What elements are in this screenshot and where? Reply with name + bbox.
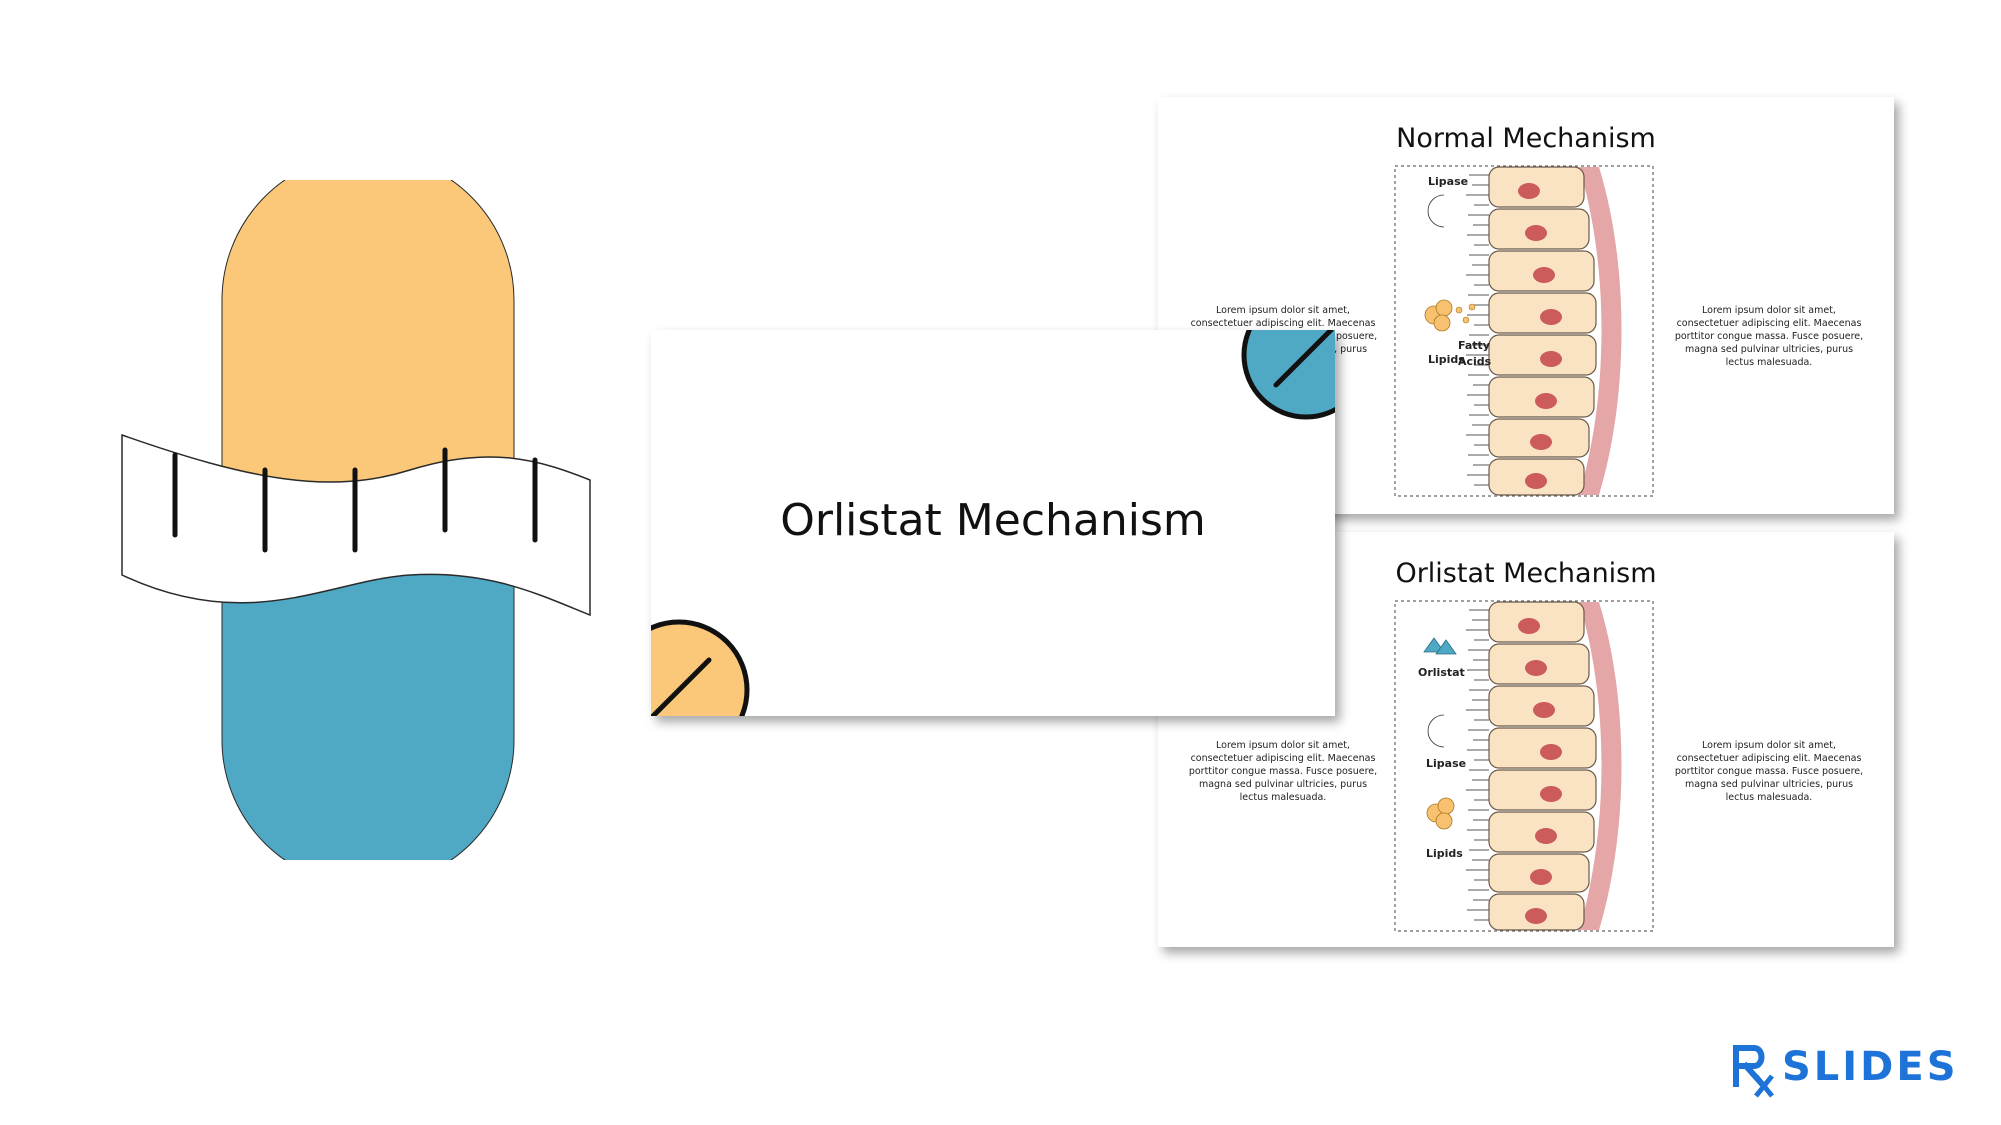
orlistat-molecule-icon [1423, 637, 1457, 655]
rx-logo-icon [1733, 1045, 1774, 1098]
measuring-tape-icon [121, 433, 591, 617]
slide-title: Normal Mechanism [1396, 123, 1656, 154]
lipase-label: Lipase [1426, 757, 1467, 770]
rxslides-logo: SLIDES [1732, 1040, 1982, 1100]
lipids-label: Lipids [1428, 353, 1465, 366]
orlistat-label: Orlistat [1418, 666, 1465, 679]
right-text: Lorem ipsum dolor sit amet, consectetuer… [1674, 305, 1864, 368]
fatty-acid-dots-icon [1455, 303, 1476, 324]
lipid-droplets-icon [1424, 299, 1453, 332]
right-text: Lorem ipsum dolor sit amet, consectetuer… [1674, 740, 1864, 803]
cell-nuclei-icon [1518, 618, 1562, 924]
blue-pill-icon [1241, 330, 1335, 420]
lipid-droplets-icon [1426, 797, 1455, 830]
capsule-tape-illustration [121, 180, 591, 860]
villi-edge-icon [1466, 174, 1489, 486]
lipase-enzyme-icon [1427, 714, 1445, 748]
yellow-pill-icon [651, 619, 750, 716]
villi-edge-icon [1466, 609, 1489, 921]
intestinal-wall-diagram [1394, 165, 1654, 497]
brand-name: SLIDES [1782, 1044, 1959, 1090]
slide-main-title: Orlistat Mechanism [780, 495, 1206, 546]
left-text: Lorem ipsum dolor sit amet, consectetuer… [1188, 740, 1378, 803]
lipids-label: Lipids [1426, 847, 1463, 860]
acids-label: Acids [1458, 355, 1492, 368]
capsule-icon [221, 180, 515, 860]
slide-title-orlistat[interactable]: Orlistat Mechanism [651, 330, 1335, 716]
lipase-label: Lipase [1428, 175, 1469, 188]
fatty-label: Fatty [1458, 339, 1490, 352]
slide-title: Orlistat Mechanism [1395, 558, 1657, 589]
lipase-enzyme-icon [1427, 194, 1445, 228]
intestinal-wall-diagram [1394, 600, 1654, 932]
cell-nuclei-icon [1518, 183, 1562, 489]
